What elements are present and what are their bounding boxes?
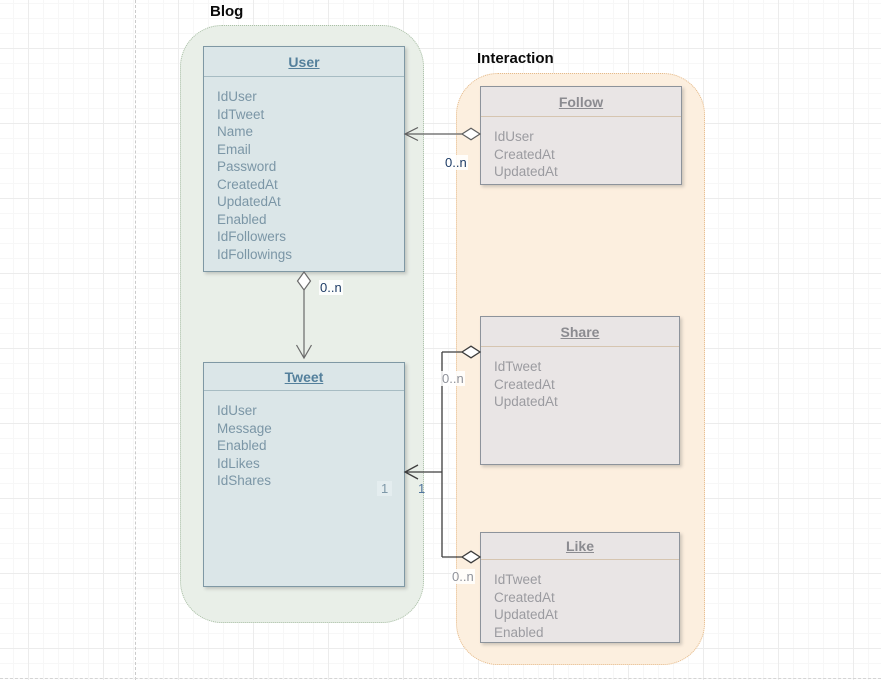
attr-updatedat[interactable]: UpdatedAt <box>494 394 558 409</box>
attr-enabled[interactable]: Enabled <box>217 211 267 227</box>
attr-message[interactable]: Message <box>217 420 272 436</box>
entity-follow[interactable]: Follow IdUser CreatedAt UpdatedAt <box>480 86 682 185</box>
entity-like-header[interactable]: Like <box>481 533 679 560</box>
entity-share[interactable]: Share IdTweet CreatedAt UpdatedAt <box>480 316 680 465</box>
attr-updatedat[interactable]: UpdatedAt <box>217 194 281 209</box>
entity-tweet-title: Tweet <box>284 368 324 385</box>
attr-idtweet[interactable]: IdTweet <box>494 359 542 374</box>
attr-enabled[interactable]: Enabled <box>217 438 267 453</box>
attr-iduser[interactable]: IdUser <box>494 129 534 144</box>
entity-tweet-attributes: IdUser Message Enabled IdLikes IdShares <box>204 391 404 490</box>
entity-follow-title: Follow <box>558 93 604 110</box>
entity-share-header[interactable]: Share <box>481 317 679 347</box>
entity-user-attributes: IdUser IdTweet Name Email Password Creat… <box>204 77 404 263</box>
entity-like-title: Like <box>565 538 594 554</box>
attr-idfollowings[interactable]: IdFollowings <box>217 246 293 262</box>
multiplicity-label-tweet-like[interactable]: 0..n <box>451 569 475 584</box>
attr-email[interactable]: Email <box>217 141 251 157</box>
attr-iduser[interactable]: IdUser <box>217 89 257 104</box>
attr-updatedat[interactable]: UpdatedAt <box>494 164 558 179</box>
entity-like-attributes: IdTweet CreatedAt UpdatedAt Enabled <box>481 560 679 641</box>
attr-createdat[interactable]: CreatedAt <box>494 589 555 605</box>
attr-idtweet[interactable]: IdTweet <box>217 106 265 122</box>
entity-share-attributes: IdTweet CreatedAt UpdatedAt <box>481 347 679 411</box>
attr-idfollowers[interactable]: IdFollowers <box>217 229 287 244</box>
multiplicity-label-tweet-share[interactable]: 0..n <box>441 371 465 386</box>
group-label-interaction[interactable]: Interaction <box>477 50 554 67</box>
attr-idtweet[interactable]: IdTweet <box>494 572 542 587</box>
attr-createdat[interactable]: CreatedAt <box>494 146 555 162</box>
attr-createdat[interactable]: CreatedAt <box>217 176 278 192</box>
multiplicity-label-tweet-one-inner[interactable]: 1 <box>377 481 393 496</box>
attr-updatedat[interactable]: UpdatedAt <box>494 607 558 622</box>
page-divider-vertical <box>135 0 136 680</box>
multiplicity-label-user-follow[interactable]: 0..n <box>444 155 468 170</box>
entity-user-title: User <box>288 53 320 70</box>
entity-tweet[interactable]: Tweet IdUser Message Enabled IdLikes IdS… <box>203 362 405 587</box>
page-divider-horizontal <box>0 678 881 679</box>
attr-idlikes[interactable]: IdLikes <box>217 455 260 471</box>
entity-follow-attributes: IdUser CreatedAt UpdatedAt <box>481 117 681 181</box>
entity-like[interactable]: Like IdTweet CreatedAt UpdatedAt Enabled <box>480 532 680 643</box>
attr-enabled[interactable]: Enabled <box>494 624 544 640</box>
attr-createdat[interactable]: CreatedAt <box>494 376 555 392</box>
entity-share-title: Share <box>560 323 600 340</box>
attr-name[interactable]: Name <box>217 124 254 139</box>
multiplicity-label-tweet-one[interactable]: 1 <box>418 481 426 496</box>
attr-iduser[interactable]: IdUser <box>217 403 257 418</box>
entity-tweet-header[interactable]: Tweet <box>204 363 404 391</box>
group-label-blog[interactable]: Blog <box>210 3 244 20</box>
attr-password[interactable]: Password <box>217 159 277 174</box>
attr-idshares[interactable]: IdShares <box>217 473 272 488</box>
entity-user[interactable]: User IdUser IdTweet Name Email Password … <box>203 46 405 272</box>
entity-user-header[interactable]: User <box>204 47 404 77</box>
multiplicity-label-user-tweet[interactable]: 0..n <box>319 280 343 295</box>
entity-follow-header[interactable]: Follow <box>481 87 681 117</box>
